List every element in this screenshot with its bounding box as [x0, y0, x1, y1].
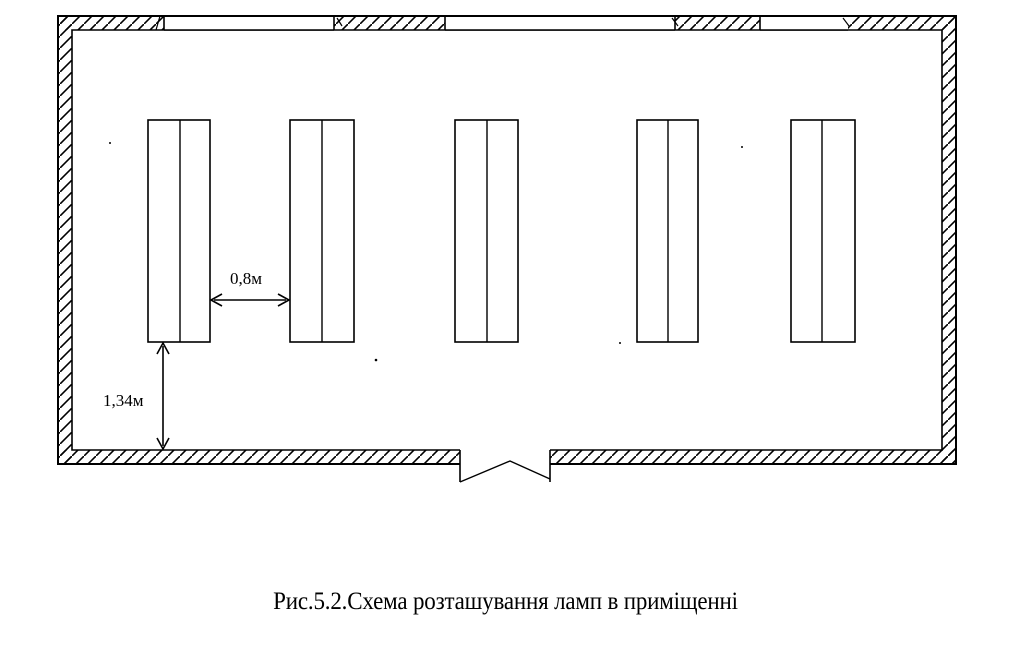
lamp-fixture	[636, 119, 699, 343]
lamp-gap-label: 0,8м	[230, 269, 262, 288]
lamp-fixture	[454, 119, 519, 343]
window-marks	[155, 15, 850, 31]
wall-bottom-right	[550, 450, 956, 464]
door	[459, 450, 551, 483]
lamp-fixtures	[147, 119, 856, 343]
wall-right	[942, 16, 956, 464]
wall-bottom-left	[58, 450, 460, 464]
figure-caption: Рис.5.2.Схема розташування ламп в приміщ…	[273, 588, 738, 615]
dimension-wall-offset: 1,34м	[103, 341, 170, 451]
wall-left	[58, 16, 72, 464]
dimension-lamp-gap: 0,8м	[209, 269, 291, 307]
wall-offset-label: 1,34м	[103, 391, 144, 410]
room-walls	[57, 15, 957, 483]
scan-specks	[109, 142, 743, 362]
lamp-fixture	[289, 119, 355, 343]
lamp-fixture	[147, 119, 211, 343]
lamp-fixture	[790, 119, 856, 343]
